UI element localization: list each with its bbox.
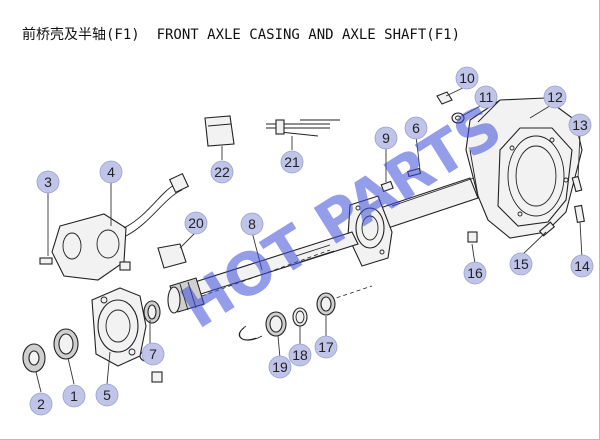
svg-text:17: 17 [318,339,334,355]
hub-bearing [22,328,79,373]
svg-text:19: 19 [272,359,288,375]
callout-8: 8 [240,212,264,236]
callout-6: 6 [404,116,428,140]
svg-text:12: 12 [547,89,563,105]
callout-3: 3 [36,170,60,194]
clip-part [157,243,187,269]
callout-9: 9 [374,126,398,150]
svg-text:20: 20 [188,215,204,231]
callout-10: 10 [455,66,479,90]
svg-text:22: 22 [214,164,230,180]
svg-text:13: 13 [572,117,588,133]
svg-text:18: 18 [292,347,308,363]
casing-bolts [467,175,585,243]
svg-text:21: 21 [284,154,300,170]
wire-harness [266,119,340,137]
svg-text:16: 16 [467,265,483,281]
svg-text:11: 11 [479,89,494,105]
callout-22: 22 [210,160,234,184]
callout-20: 20 [184,211,208,235]
svg-text:6: 6 [412,120,420,136]
callout-4: 4 [99,160,123,184]
seal-rings [238,292,336,341]
svg-text:5: 5 [103,387,111,403]
diagram-title: 前桥壳及半轴(F1) FRONT AXLE CASING AND AXLE SH… [22,27,461,43]
steering-assembly [39,172,190,281]
svg-text:1: 1 [70,388,78,404]
bracket-part [204,115,235,147]
callout-19: 19 [268,355,292,379]
svg-text:14: 14 [574,258,590,274]
callout-14: 14 [570,254,594,278]
callout-18: 18 [288,343,312,367]
bolt-and-washer [436,91,465,124]
svg-text:15: 15 [513,256,529,272]
callout-17: 17 [314,335,338,359]
svg-text:2: 2 [37,396,45,412]
callout-12: 12 [543,85,567,109]
axle-shaft [167,231,359,314]
callout-11: 11 [474,85,498,109]
svg-text:4: 4 [107,164,115,180]
svg-text:7: 7 [149,346,157,362]
callout-16: 16 [463,261,487,285]
svg-text:9: 9 [382,130,390,146]
callout-2: 2 [29,392,53,416]
small-bolts [380,167,422,193]
steering-knuckle [91,287,147,367]
svg-text:3: 3 [44,174,52,190]
axle-casing [347,97,583,267]
callout-1: 1 [62,384,86,408]
callout-7: 7 [141,342,165,366]
svg-text:8: 8 [248,216,256,232]
callout-21: 21 [280,150,304,174]
svg-text:10: 10 [459,70,475,86]
callout-5: 5 [95,383,119,407]
callout-15: 15 [509,252,533,276]
callout-13: 13 [568,113,592,137]
